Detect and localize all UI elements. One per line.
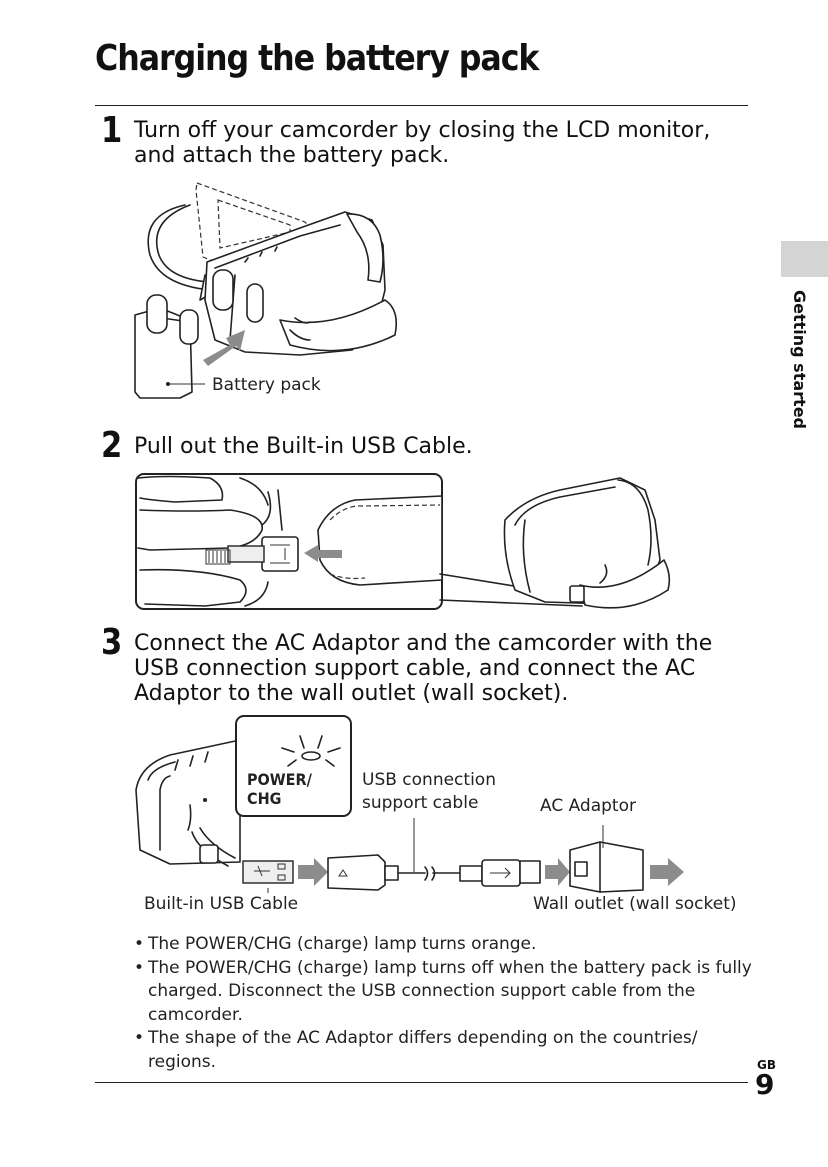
step-1-text: Turn off your camcorder by closing the L… — [134, 118, 711, 168]
top-divider — [95, 105, 748, 106]
page-title: Charging the battery pack — [95, 38, 540, 79]
power-chg-lamp-label: POWER/ CHG — [247, 770, 312, 808]
wall-outlet-label: Wall outlet (wall socket) — [533, 894, 737, 914]
notes-list: The POWER/CHG (charge) lamp turns orange… — [134, 933, 754, 1074]
step-3-text: Connect the AC Adaptor and the camcorder… — [134, 631, 713, 706]
section-tab-label: Getting started — [790, 290, 809, 429]
step-2-text: Pull out the Built-in USB Cable. — [134, 434, 473, 459]
builtin-usb-cable-label: Built-in USB Cable — [144, 894, 299, 914]
step-2-number: 2 — [101, 425, 123, 466]
battery-pack-label: Battery pack — [212, 375, 321, 395]
step-1-number: 1 — [101, 110, 123, 151]
page-number: 9 — [755, 1068, 775, 1101]
note-item: The POWER/CHG (charge) lamp turns off wh… — [134, 957, 754, 1028]
step-3-number: 3 — [101, 622, 123, 663]
region-code: GB — [757, 1058, 776, 1072]
usb-support-cable-label: USB connection support cable — [362, 770, 496, 813]
section-tab — [781, 241, 828, 277]
bottom-divider — [95, 1082, 748, 1083]
note-item: The shape of the AC Adaptor differs depe… — [134, 1027, 754, 1074]
note-item: The POWER/CHG (charge) lamp turns orange… — [134, 933, 754, 957]
ac-adaptor-label: AC Adaptor — [540, 796, 636, 816]
